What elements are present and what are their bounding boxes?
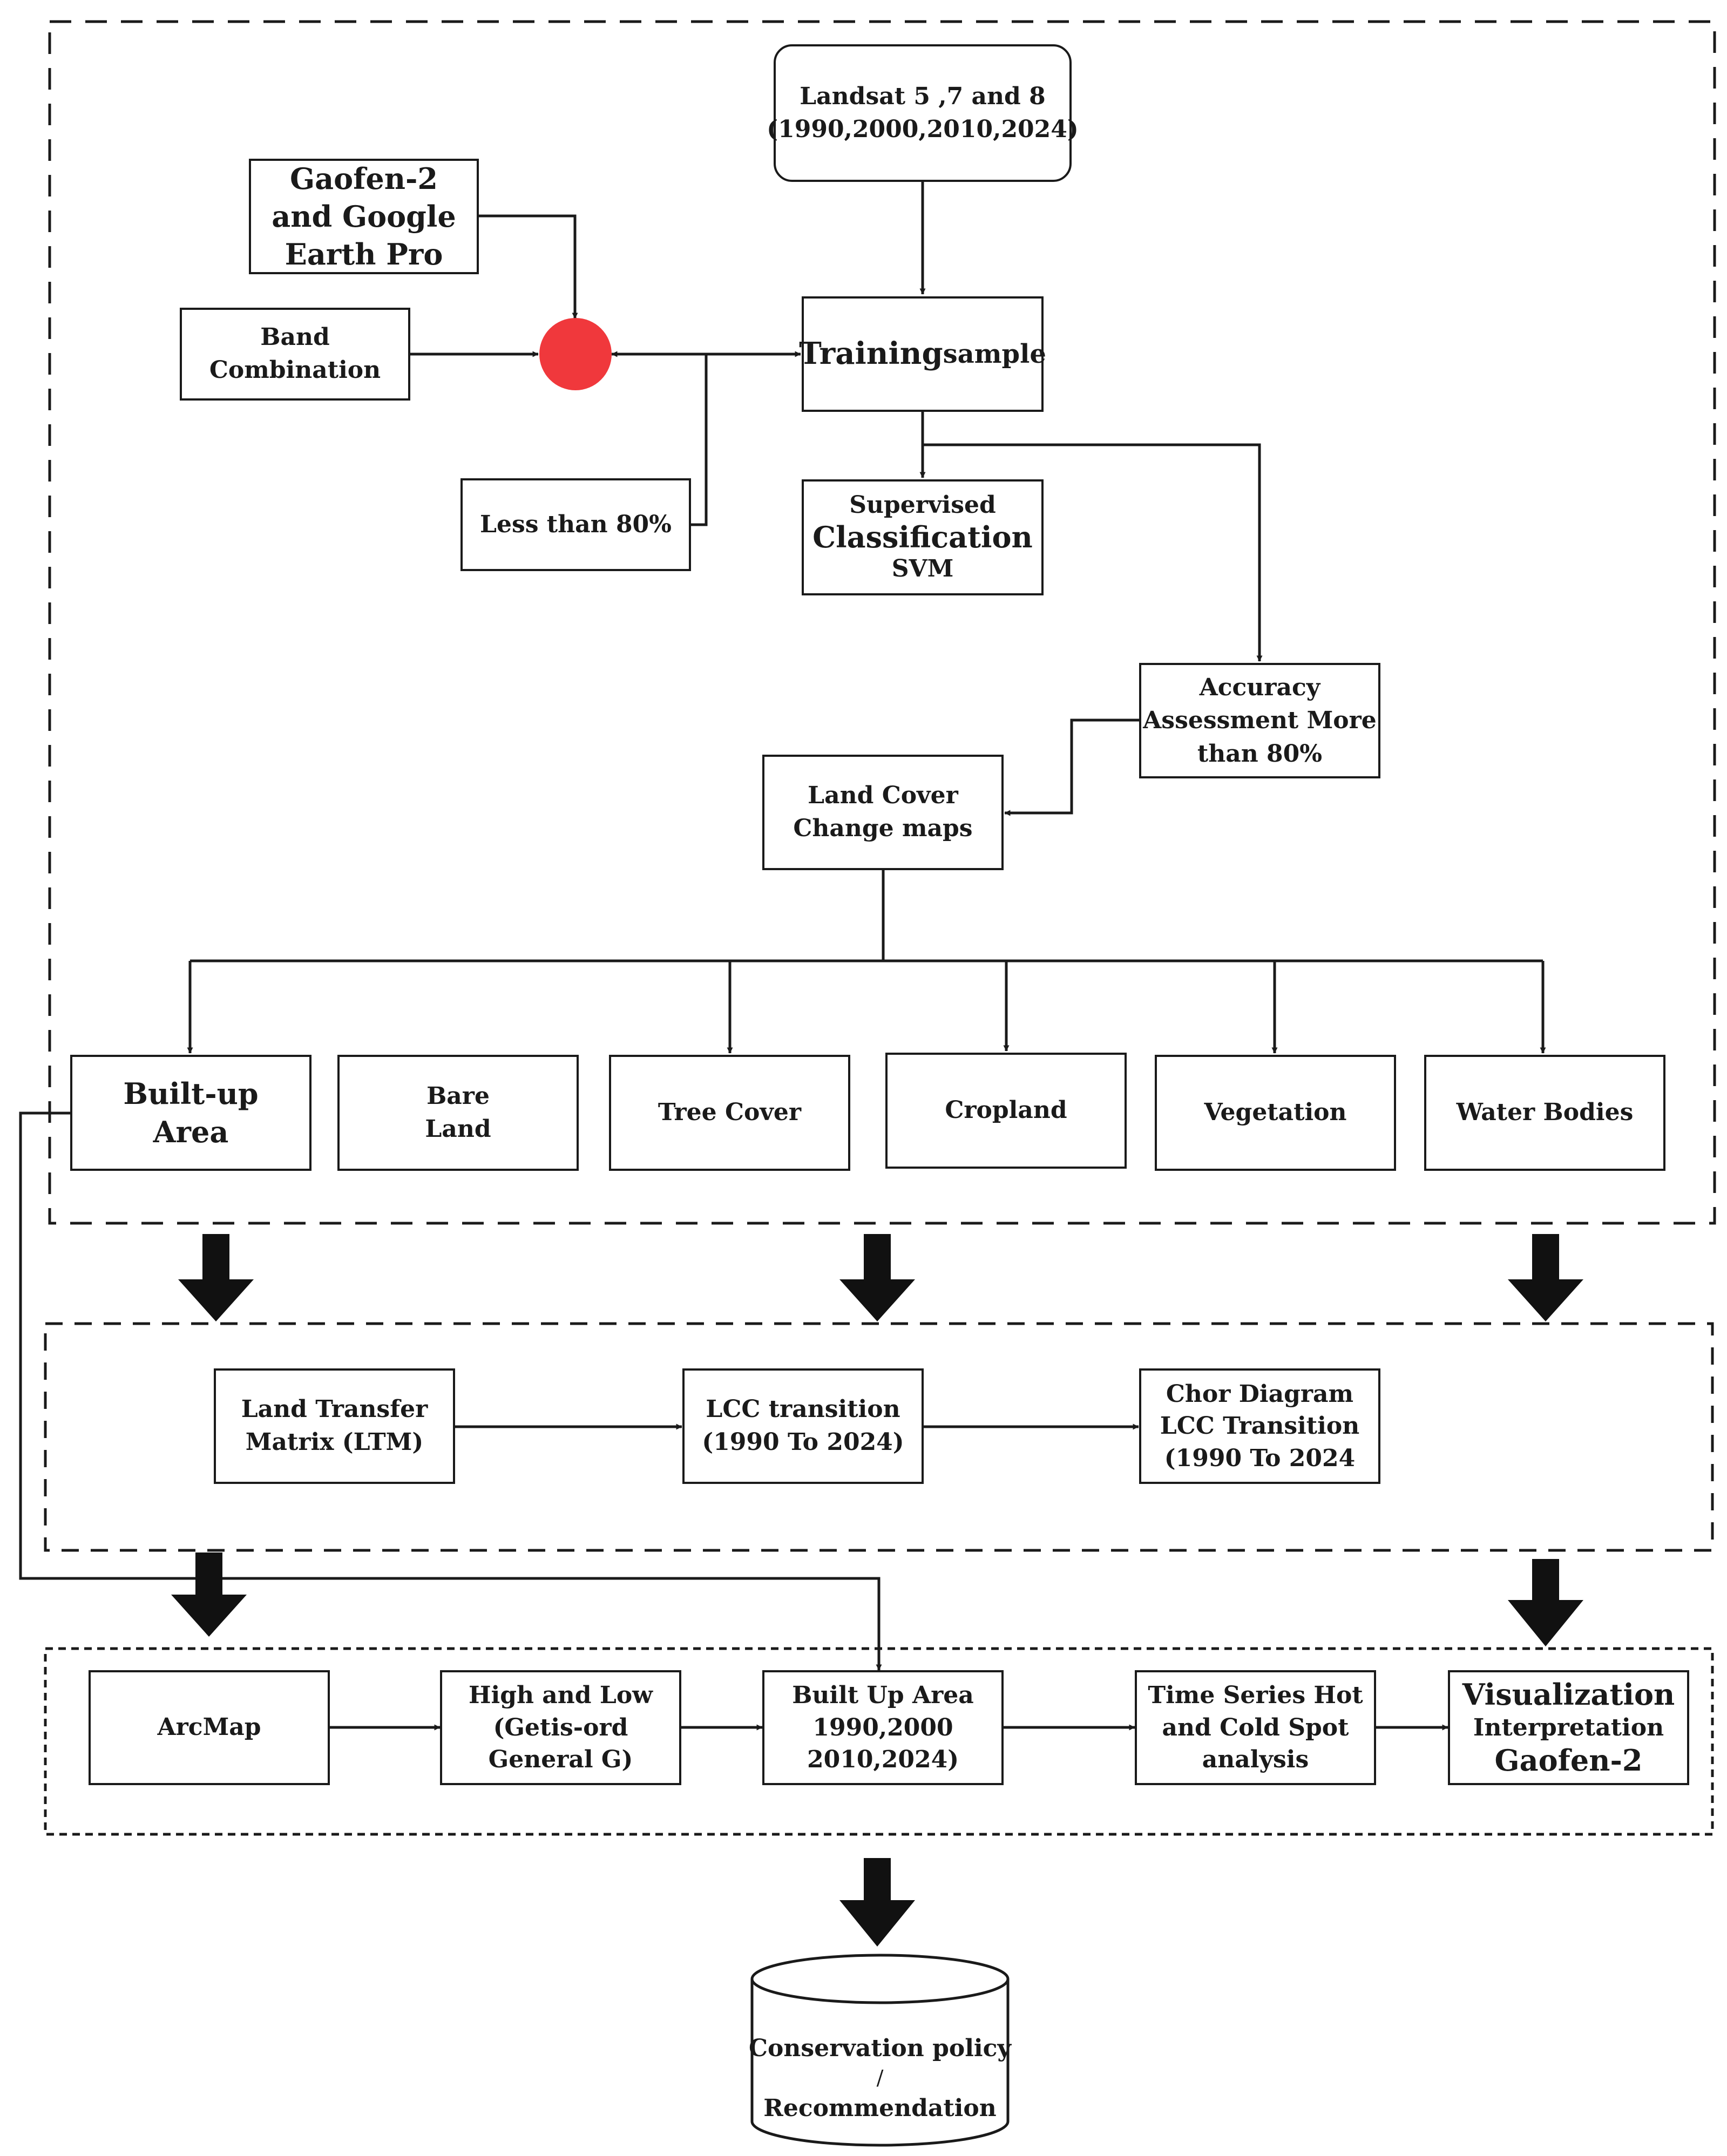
less-than-box: Less than 80% bbox=[460, 478, 691, 571]
transition-group-frame bbox=[44, 1322, 1714, 1552]
block-arrow-6 bbox=[839, 1858, 915, 1947]
decision-dot bbox=[539, 318, 612, 390]
arrow-built-up-to-built-up-years bbox=[19, 1111, 882, 1671]
land-cover-change-maps-box: Land Cover Change maps bbox=[762, 755, 1004, 870]
band-combination-box: Band Combination bbox=[180, 308, 410, 401]
block-arrow-1 bbox=[178, 1234, 254, 1321]
conservation-policy-label: Conservation policy / Recommendation bbox=[749, 2034, 1011, 2122]
vegetation-box: Vegetation bbox=[1155, 1055, 1396, 1171]
arrow-accuracy-to-landcover bbox=[1004, 718, 1139, 816]
arrow-gaofen-to-dot bbox=[477, 214, 578, 319]
high-low-getis-box: High and Low (Getis-ord General G) bbox=[440, 1670, 681, 1785]
block-arrow-4 bbox=[171, 1552, 247, 1637]
visualization-box: Visualization Interpretation Gaofen-2 bbox=[1448, 1670, 1689, 1785]
bare-land-box: Bare Land bbox=[337, 1055, 579, 1171]
arrow-training-to-accuracy bbox=[923, 443, 1263, 662]
lcc-transition-box: LCC transition (1990 To 2024) bbox=[682, 1368, 924, 1484]
tree-cover-box: Tree Cover bbox=[609, 1055, 850, 1171]
conservation-cylinder bbox=[750, 1954, 1010, 2147]
built-up-years-box: Built Up Area 1990,2000 2010,2024) bbox=[762, 1670, 1004, 1785]
block-arrow-2 bbox=[839, 1234, 915, 1321]
classification-group-frame bbox=[48, 20, 1716, 1225]
line-landcover-to-bus bbox=[190, 870, 1543, 962]
training-sample-box: Training sample bbox=[799, 296, 1046, 412]
block-arrow-5 bbox=[1508, 1559, 1583, 1646]
arcmap-box: ArcMap bbox=[89, 1670, 330, 1785]
chord-diagram-box: Chor Diagram LCC Transition (1990 To 202… bbox=[1139, 1368, 1380, 1484]
gaofen-box: Gaofen-2 and Google Earth Pro bbox=[249, 159, 479, 274]
water-bodies-box: Water Bodies bbox=[1424, 1055, 1665, 1171]
landsat-box: Landsat 5 ,7 and 8 (1990,2000,2010,2024) bbox=[767, 44, 1079, 182]
line-less-than-to-junction bbox=[690, 354, 708, 526]
cropland-box: Cropland bbox=[885, 1053, 1127, 1169]
block-arrow-3 bbox=[1508, 1234, 1583, 1321]
land-transfer-matrix-box: Land Transfer Matrix (LTM) bbox=[214, 1368, 455, 1484]
accuracy-assessment-box: Accuracy Assessment More than 80% bbox=[1139, 663, 1380, 778]
supervised-classification-box: Supervised Classification SVM bbox=[802, 479, 1044, 595]
time-series-hotspot-box: Time Series Hot and Cold Spot analysis bbox=[1135, 1670, 1376, 1785]
built-up-area-box: Built-up Area bbox=[70, 1055, 311, 1171]
